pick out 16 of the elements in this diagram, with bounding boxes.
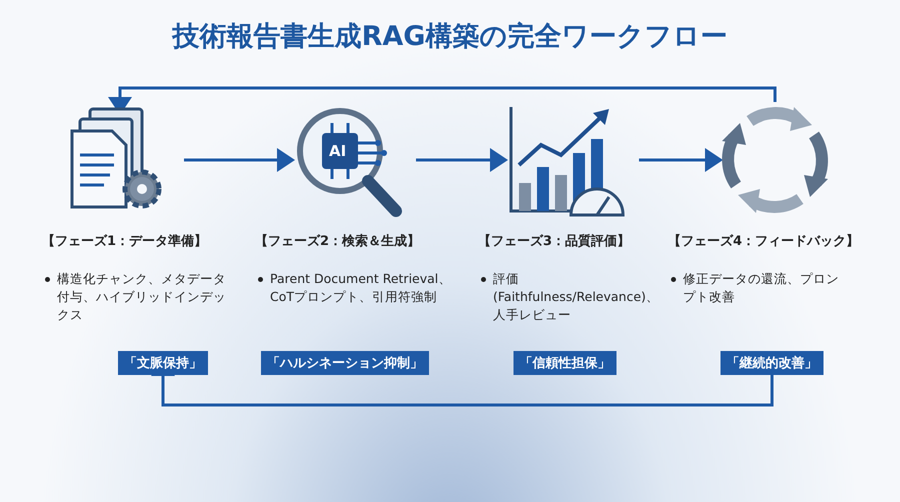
diagram-title: 技術報告書生成RAG構築の完全ワークフロー bbox=[170, 20, 728, 54]
phase-heading: 【フェーズ1：データ準備】 bbox=[42, 233, 208, 250]
bullet-text: 構造化チャンク、メタデータ付与、ハイブリッドインデックス bbox=[57, 270, 227, 324]
phase-tag: 「文脈保持」 bbox=[118, 351, 208, 375]
phase-tag: 「継続的改善」 bbox=[720, 351, 824, 375]
arrow bbox=[639, 148, 723, 172]
arrow bbox=[416, 148, 508, 172]
phase-tag: 「信頼性担保」 bbox=[514, 351, 616, 375]
bullet-text: 修正データの還流、プロンプト改善 bbox=[683, 270, 840, 306]
phase-heading: 【フェーズ3：品質評価】 bbox=[478, 232, 632, 250]
bullet-text: Parent Document Retrieval、CoTプロンプト、引用符強制 bbox=[270, 270, 452, 306]
arrow bbox=[184, 148, 295, 172]
bullet-text: 評価 (Faithfulness/Relevance)、人手レビュー bbox=[493, 270, 660, 324]
chip-label: AI bbox=[329, 142, 346, 160]
phase-tag: 「ハルシネーション抑制」 bbox=[261, 351, 429, 375]
phase-heading: 【フェーズ2：検索＆生成】 bbox=[255, 232, 422, 250]
